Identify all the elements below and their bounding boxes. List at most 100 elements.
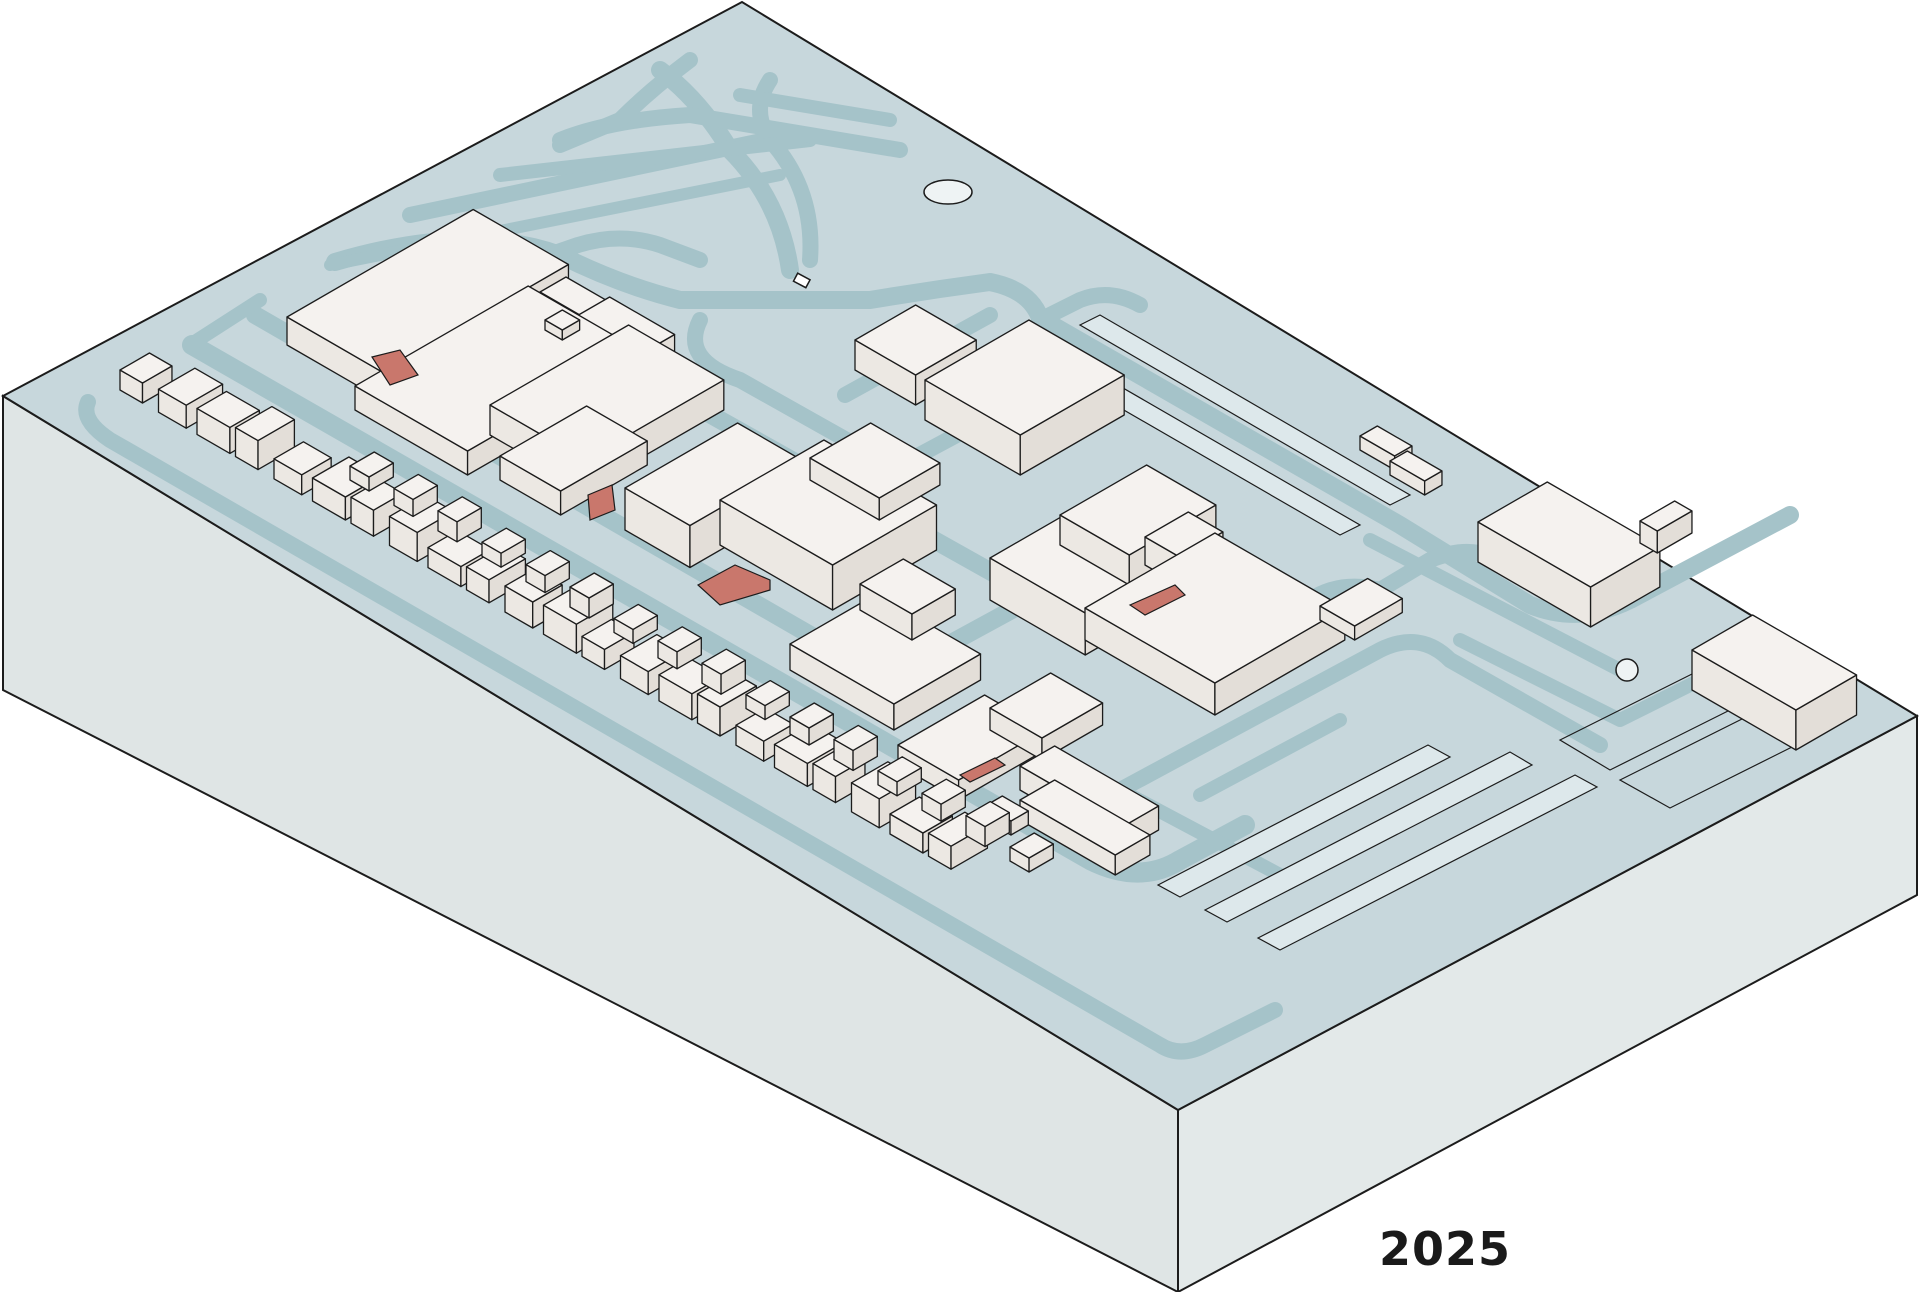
house-inner-row-13-roof bbox=[877, 756, 922, 783]
house-west-row-4-roof bbox=[234, 405, 296, 442]
parking-lot-3 bbox=[1156, 744, 1452, 898]
road-west-spur bbox=[183, 293, 267, 352]
road-cross-1 bbox=[687, 312, 908, 478]
building-east-mid-3-roof bbox=[1144, 511, 1224, 558]
building-courtyard-e bbox=[1319, 577, 1403, 641]
house-west-row-1-roof bbox=[119, 352, 173, 384]
building-north-small bbox=[544, 309, 581, 341]
house-inner-row-11 bbox=[789, 702, 834, 746]
house-west-row-21-roof bbox=[889, 796, 954, 834]
house-inner-row-1-roof bbox=[349, 451, 394, 478]
road-north-connector bbox=[512, 230, 708, 273]
house-inner-row-6 bbox=[569, 572, 614, 619]
house-inner-row-12-roof bbox=[833, 724, 878, 752]
house-inner-row-1 bbox=[349, 451, 394, 492]
house-inner-row-4 bbox=[481, 527, 526, 568]
house-inner-row-10-roof bbox=[745, 679, 790, 707]
house-west-row-5 bbox=[273, 441, 332, 496]
house-inner-row-12 bbox=[833, 724, 878, 772]
house-inner-row-11-roof bbox=[789, 702, 834, 729]
building-north-east-2 bbox=[924, 319, 1125, 476]
house-inner-row-5-roof bbox=[525, 549, 570, 577]
year-label: 2025 bbox=[1378, 1222, 1512, 1276]
parking-lots bbox=[413, 314, 1812, 951]
building-central-2-roof bbox=[719, 439, 938, 566]
house-west-row-3-roof bbox=[196, 390, 261, 429]
house-inner-row-14 bbox=[921, 778, 966, 822]
house-inner-row-16-roof bbox=[1009, 832, 1054, 859]
pond bbox=[923, 179, 973, 205]
house-inner-row-3 bbox=[437, 496, 482, 543]
road-taxi-2 bbox=[493, 133, 817, 182]
building-east-block-2-roof bbox=[1639, 500, 1693, 532]
building-central-west-3 bbox=[499, 405, 648, 516]
building-east-small-2-roof bbox=[1389, 450, 1443, 482]
vehicle-icon bbox=[792, 272, 812, 289]
building-central-3-roof bbox=[809, 422, 941, 499]
building-far-east-roof bbox=[1691, 614, 1858, 711]
buildings bbox=[119, 208, 1858, 876]
house-inner-row-16 bbox=[1009, 832, 1054, 873]
building-central-2 bbox=[719, 439, 938, 611]
highlight-area-4 bbox=[1128, 584, 1187, 616]
building-nw-long-roof bbox=[286, 208, 570, 373]
building-south-mid-2-roof bbox=[989, 672, 1104, 739]
building-east-mid-2-roof bbox=[1059, 464, 1217, 556]
road-taxi-4 bbox=[733, 88, 897, 127]
building-east-small-2 bbox=[1389, 450, 1443, 496]
building-cl-south bbox=[789, 593, 982, 731]
road-roundabout-spoke bbox=[1363, 533, 1627, 677]
building-courtyard bbox=[1084, 532, 1346, 716]
house-inner-row-14-roof bbox=[921, 778, 966, 805]
house-west-row-4 bbox=[234, 405, 296, 471]
building-cl-south-roof bbox=[789, 593, 982, 705]
building-south-mid-4 bbox=[1019, 779, 1151, 876]
highlight-area-2 bbox=[587, 484, 616, 521]
building-south-mid-2 bbox=[989, 672, 1104, 761]
highlight-area-3 bbox=[696, 564, 771, 606]
highlighted-areas bbox=[371, 349, 1187, 783]
highlight-area-1 bbox=[371, 349, 419, 386]
road-outer-west bbox=[78, 394, 1283, 1060]
building-north-east-roof bbox=[854, 304, 977, 376]
house-inner-row-15-roof bbox=[965, 800, 1010, 828]
house-inner-row-6-roof bbox=[569, 572, 614, 599]
building-east-small-roof bbox=[1359, 425, 1413, 457]
house-inner-row-2 bbox=[393, 473, 438, 518]
house-inner-row-2-roof bbox=[393, 473, 438, 501]
building-north-east-2-roof bbox=[924, 319, 1125, 436]
house-inner-row-7-roof bbox=[613, 603, 658, 631]
house-west-row-5-roof bbox=[273, 441, 332, 476]
building-far-east bbox=[1691, 614, 1858, 751]
roundabout bbox=[1615, 658, 1639, 682]
building-cl-south-2 bbox=[859, 558, 956, 641]
parking-lot-4 bbox=[1203, 751, 1534, 923]
parking-lot-5 bbox=[1256, 774, 1599, 951]
building-central-3 bbox=[809, 422, 941, 521]
house-inner-row-8 bbox=[657, 626, 702, 670]
road-east-arc bbox=[1032, 287, 1148, 328]
road-north-loop bbox=[552, 52, 698, 153]
house-inner-row-7 bbox=[613, 603, 658, 645]
house-inner-row-10 bbox=[745, 679, 790, 721]
house-west-row-1 bbox=[119, 352, 173, 404]
house-inner-row-15 bbox=[965, 800, 1010, 848]
house-inner-row-9-roof bbox=[701, 648, 746, 675]
house-inner-row-4-roof bbox=[481, 527, 526, 554]
building-courtyard-e-roof bbox=[1319, 577, 1403, 627]
road-southeast-3 bbox=[1193, 713, 1347, 802]
house-inner-row-3-roof bbox=[437, 496, 482, 523]
house-inner-row-9 bbox=[701, 648, 746, 695]
house-inner-row-5 bbox=[525, 549, 570, 594]
building-cl-south-2-roof bbox=[859, 558, 956, 615]
building-east-block-2 bbox=[1639, 500, 1693, 554]
highlight-area-5 bbox=[958, 757, 1007, 783]
parking-lot-2 bbox=[1078, 314, 1412, 506]
building-central-west-3-roof bbox=[499, 405, 648, 492]
road-southeast-2 bbox=[1453, 633, 1707, 727]
house-west-row-2-roof bbox=[157, 367, 224, 406]
road-southeast bbox=[1112, 634, 1608, 798]
building-south-mid-4-roof bbox=[1019, 779, 1151, 856]
building-east-block bbox=[1477, 481, 1661, 628]
